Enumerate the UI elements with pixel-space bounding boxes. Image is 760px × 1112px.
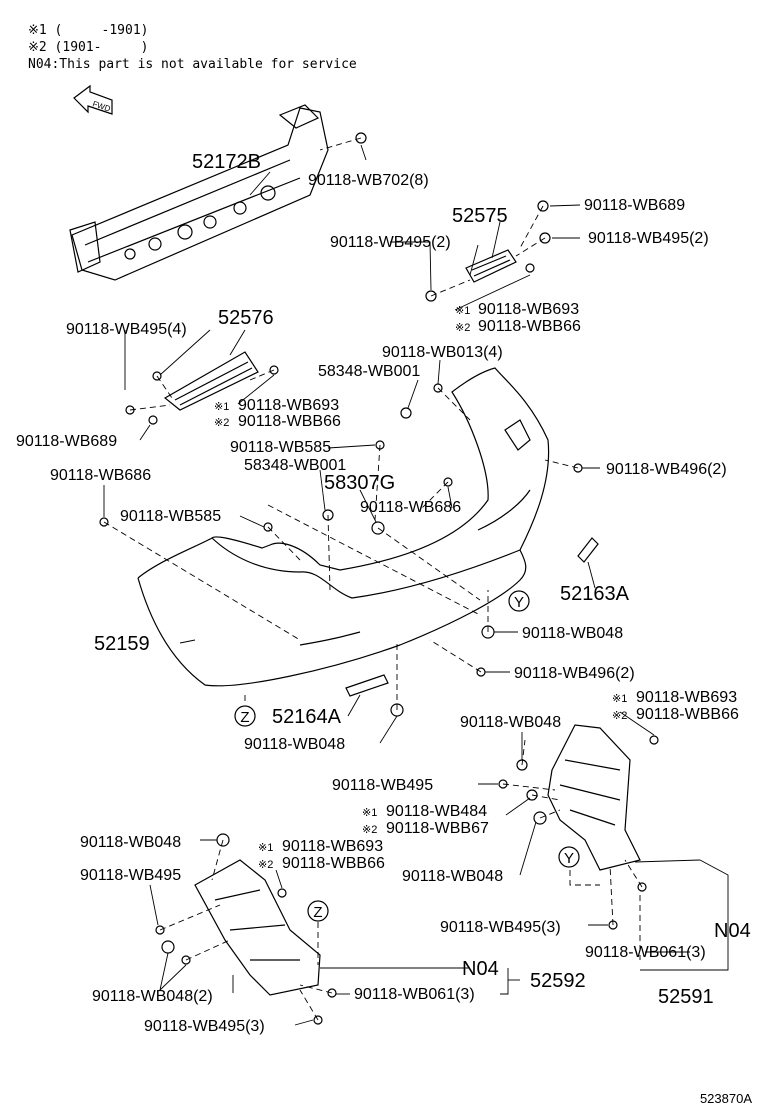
part-label-wb495-4: 90118-WB495(4) <box>66 321 187 338</box>
part-label-58307g: 58307G <box>324 472 395 494</box>
liner-52591 <box>547 724 641 871</box>
part-label-wb495-2a: 90118-WB495(2) <box>330 234 451 251</box>
note-n04: N04:This part is not available for servi… <box>28 57 357 72</box>
ref-circle-z-icon <box>234 705 256 727</box>
liner-52592 <box>194 859 321 996</box>
part-label-wb001a: 58348-WB001 <box>318 363 420 380</box>
bumper-cover <box>137 367 550 687</box>
nut-icon <box>525 263 535 273</box>
part-label-wbb66b: 90118-WBB66 <box>238 413 341 430</box>
mark-2: ※2 <box>612 710 627 722</box>
part-label-wb048-2: 90118-WB048(2) <box>92 988 213 1005</box>
part-label-wb693d: 90118-WB693 <box>282 838 383 855</box>
mark-1: ※1 <box>214 401 229 413</box>
part-label-wb013: 90118-WB013(4) <box>382 344 503 361</box>
fwd-arrow-icon: FWD <box>73 84 113 115</box>
part-label-wb048e: 90118-WB048 <box>80 834 181 851</box>
part-label-wb484: 90118-WB484 <box>386 803 487 820</box>
part-label-n04b: N04 <box>462 958 499 980</box>
clip-icon <box>400 407 412 419</box>
part-label-wb496a: 90118-WB496(2) <box>606 461 727 478</box>
part-label-52172b: 52172B <box>192 151 261 173</box>
part-label-wb495-3b: 90118-WB495(3) <box>144 1018 265 1035</box>
part-label-wb496b: 90118-WB496(2) <box>514 665 635 682</box>
part-label-wb061b: 90118-WB061(3) <box>354 986 475 1003</box>
diagram-id: 523870A <box>699 1091 752 1106</box>
mark-1: ※1 <box>362 807 377 819</box>
part-label-52575: 52575 <box>452 205 508 227</box>
part-label-wb001b: 58348-WB001 <box>244 457 346 474</box>
nut-icon <box>161 940 175 954</box>
mark-2: ※2 <box>258 859 273 871</box>
part-label-wb048a: 90118-WB048 <box>522 625 623 642</box>
bracket-52575 <box>465 249 517 283</box>
part-label-wb495a: 90118-WB495 <box>332 777 433 794</box>
mark-2: ※2 <box>455 322 470 334</box>
part-label-wb585a: 90118-WB585 <box>230 439 331 456</box>
nut-icon <box>649 735 659 745</box>
part-label-wb048b: 90118-WB048 <box>244 736 345 753</box>
part-label-52592: 52592 <box>530 970 586 992</box>
part-label-wb686a: 90118-WB686 <box>50 467 151 484</box>
ref-circle-y-icon <box>508 590 530 612</box>
part-label-52591: 52591 <box>658 986 714 1008</box>
legend-notes: ※1 ( -1901) ※2 (1901- ) N04:This part is… <box>28 22 357 73</box>
bumper-reinforcement <box>69 104 329 281</box>
part-label-wbb67: 90118-WBB67 <box>386 820 489 837</box>
part-label-wbb66c: 90118-WBB66 <box>636 706 739 723</box>
part-label-wbb66a: 90118-WBB66 <box>478 318 581 335</box>
part-label-wb048d: 90118-WB048 <box>402 868 503 885</box>
part-label-wb689a: 90118-WB689 <box>584 197 685 214</box>
mark-2: ※2 <box>214 417 229 429</box>
part-label-wb495-2b: 90118-WB495(2) <box>588 230 709 247</box>
part-label-wb585b: 90118-WB585 <box>120 508 221 525</box>
part-label-wb495b: 90118-WB495 <box>80 867 181 884</box>
part-label-wbb66d: 90118-WBB66 <box>282 855 385 872</box>
ref-y-label: Y <box>514 594 524 611</box>
reflector-52163a <box>577 537 599 563</box>
part-label-52576: 52576 <box>218 307 274 329</box>
part-label-wb693c: 90118-WB693 <box>636 689 737 706</box>
part-label-n04a: N04 <box>714 920 751 942</box>
ref-circle-z-icon <box>307 900 329 922</box>
mark-1: ※1 <box>455 305 470 317</box>
nut-icon <box>277 888 287 898</box>
ref-z-label: Z <box>240 709 249 726</box>
ref-circle-y-icon <box>558 846 580 868</box>
reflector-52164a <box>345 674 389 697</box>
note-mark2: ※2 (1901- ) <box>28 40 149 55</box>
ref-z-label: Z <box>313 904 322 921</box>
part-label-wb702: 90118-WB702(8) <box>308 172 429 189</box>
part-label-52159: 52159 <box>94 633 150 655</box>
part-label-wb048c: 90118-WB048 <box>460 714 561 731</box>
part-label-52164a: 52164A <box>272 706 342 728</box>
bracket-52576 <box>163 351 259 411</box>
note-mark1: ※1 ( -1901) <box>28 23 149 38</box>
part-label-wb495-3a: 90118-WB495(3) <box>440 919 561 936</box>
clip-icon <box>148 415 158 425</box>
part-label-wb689b: 90118-WB689 <box>16 433 117 450</box>
part-label-wb061a: 90118-WB061(3) <box>585 944 706 961</box>
mark-1: ※1 <box>612 693 627 705</box>
part-label-wb693b: 90118-WB693 <box>238 397 339 414</box>
mark-2: ※2 <box>362 824 377 836</box>
mark-1: ※1 <box>258 842 273 854</box>
part-label-52163a: 52163A <box>560 583 630 605</box>
ref-y-label: Y <box>564 850 574 867</box>
part-label-wb686b: 90118-WB686 <box>360 499 461 516</box>
part-label-wb693a: 90118-WB693 <box>478 301 579 318</box>
